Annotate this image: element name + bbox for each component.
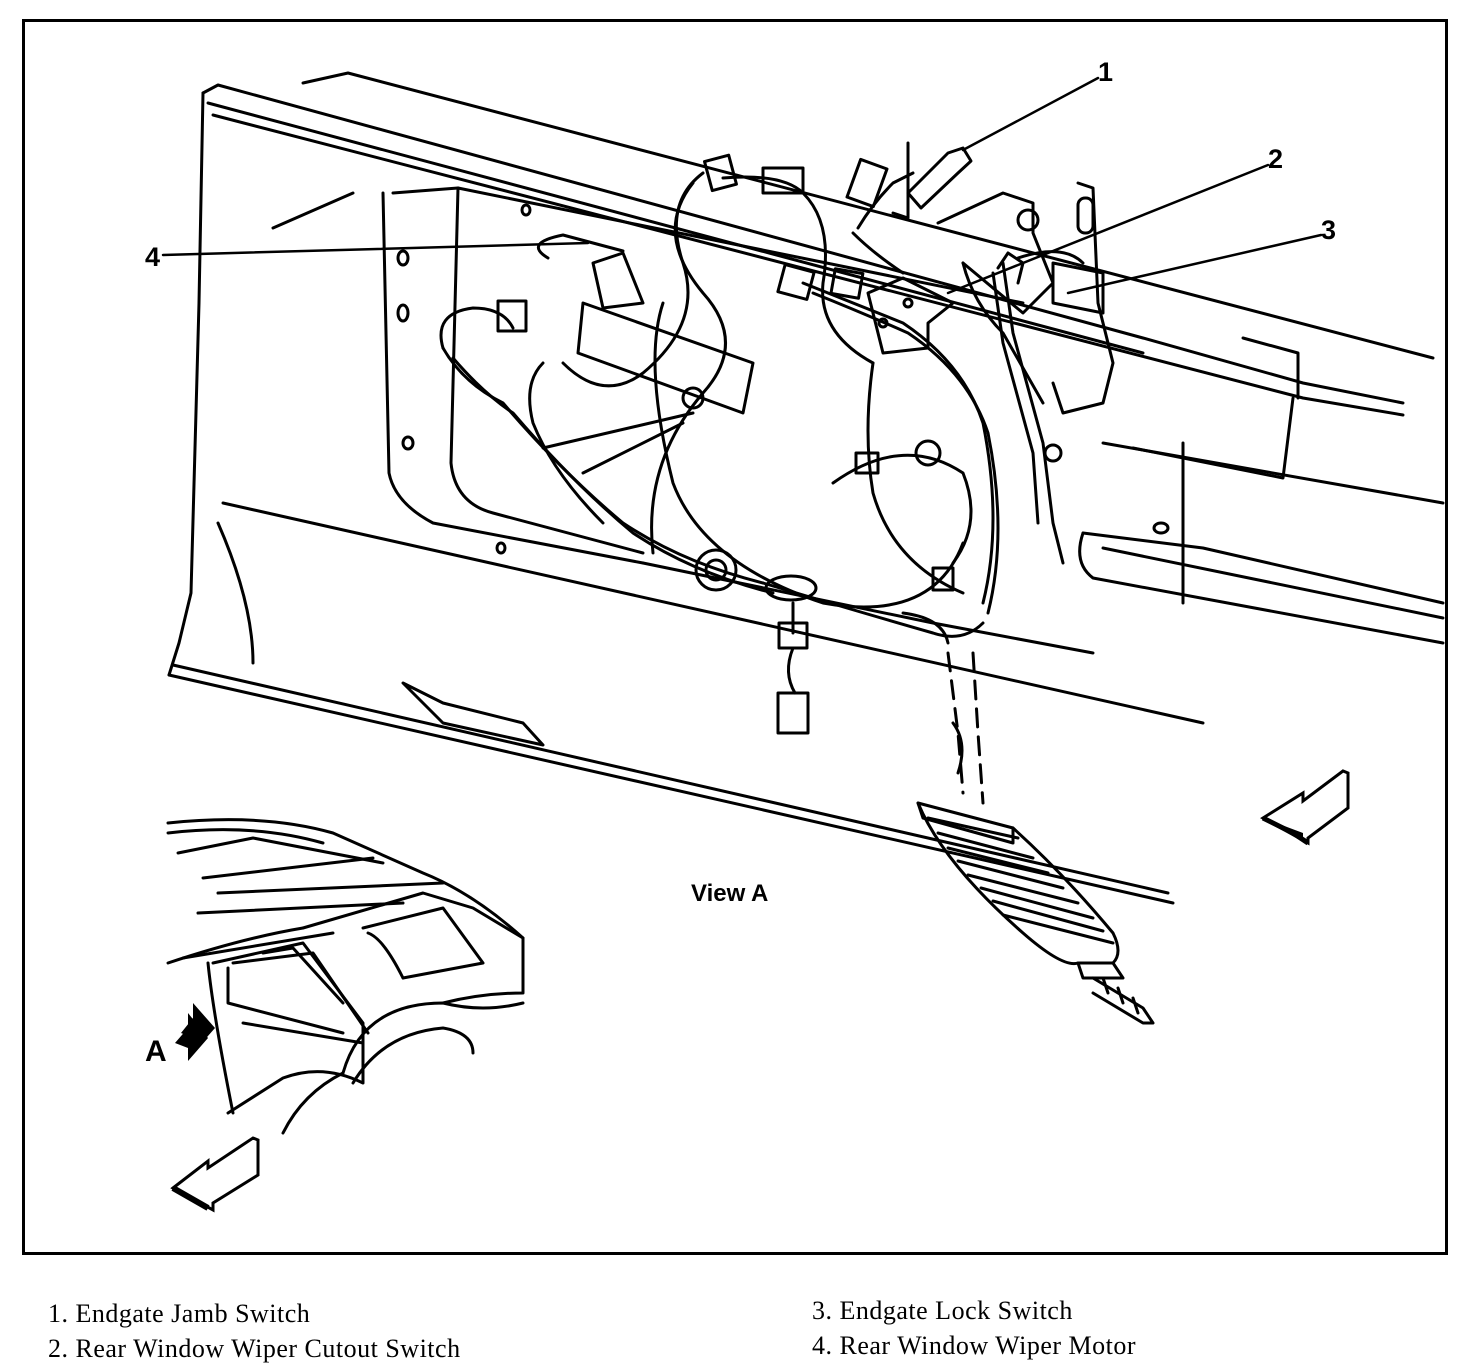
callout-2-label: 2 bbox=[1268, 144, 1283, 174]
diagram-frame: 1 2 3 4 View A A bbox=[22, 19, 1448, 1255]
legend-item-rear-window-wiper-cutout-switch: 2. Rear Window Wiper Cutout Switch bbox=[48, 1334, 461, 1363]
legend-item-endgate-jamb-switch: 1. Endgate Jamb Switch bbox=[48, 1299, 311, 1328]
view-a-marker: A bbox=[145, 1035, 167, 1068]
view-a-arrow-icon bbox=[175, 1003, 215, 1061]
endgate-panel bbox=[167, 71, 1445, 905]
endgate-wiring-illustration: 1 2 3 4 View A A bbox=[145, 57, 1445, 1213]
view-a-title: View A bbox=[691, 880, 768, 907]
leader-lines bbox=[161, 76, 1323, 295]
latch-switches bbox=[866, 141, 1115, 565]
direction-arrow-icon bbox=[170, 1136, 260, 1213]
flex-boot bbox=[916, 801, 1155, 1025]
cable-conduit bbox=[946, 651, 985, 805]
legend-right-column: 3. Endgate Lock Switch 4. Rear Window Wi… bbox=[812, 1293, 1136, 1363]
callout-4-label: 4 bbox=[145, 242, 160, 272]
legend-left-column: 1. Endgate Jamb Switch 2. Rear Window Wi… bbox=[48, 1296, 461, 1366]
direction-arrow-icon bbox=[1260, 769, 1350, 846]
wiring-harness bbox=[439, 153, 1000, 735]
legend-item-endgate-lock-switch: 3. Endgate Lock Switch bbox=[812, 1296, 1073, 1325]
legend-item-rear-window-wiper-motor: 4. Rear Window Wiper Motor bbox=[812, 1331, 1137, 1360]
callout-3-label: 3 bbox=[1321, 215, 1336, 245]
inset-vehicle-view bbox=[166, 818, 525, 1135]
callout-1-label: 1 bbox=[1098, 57, 1113, 87]
